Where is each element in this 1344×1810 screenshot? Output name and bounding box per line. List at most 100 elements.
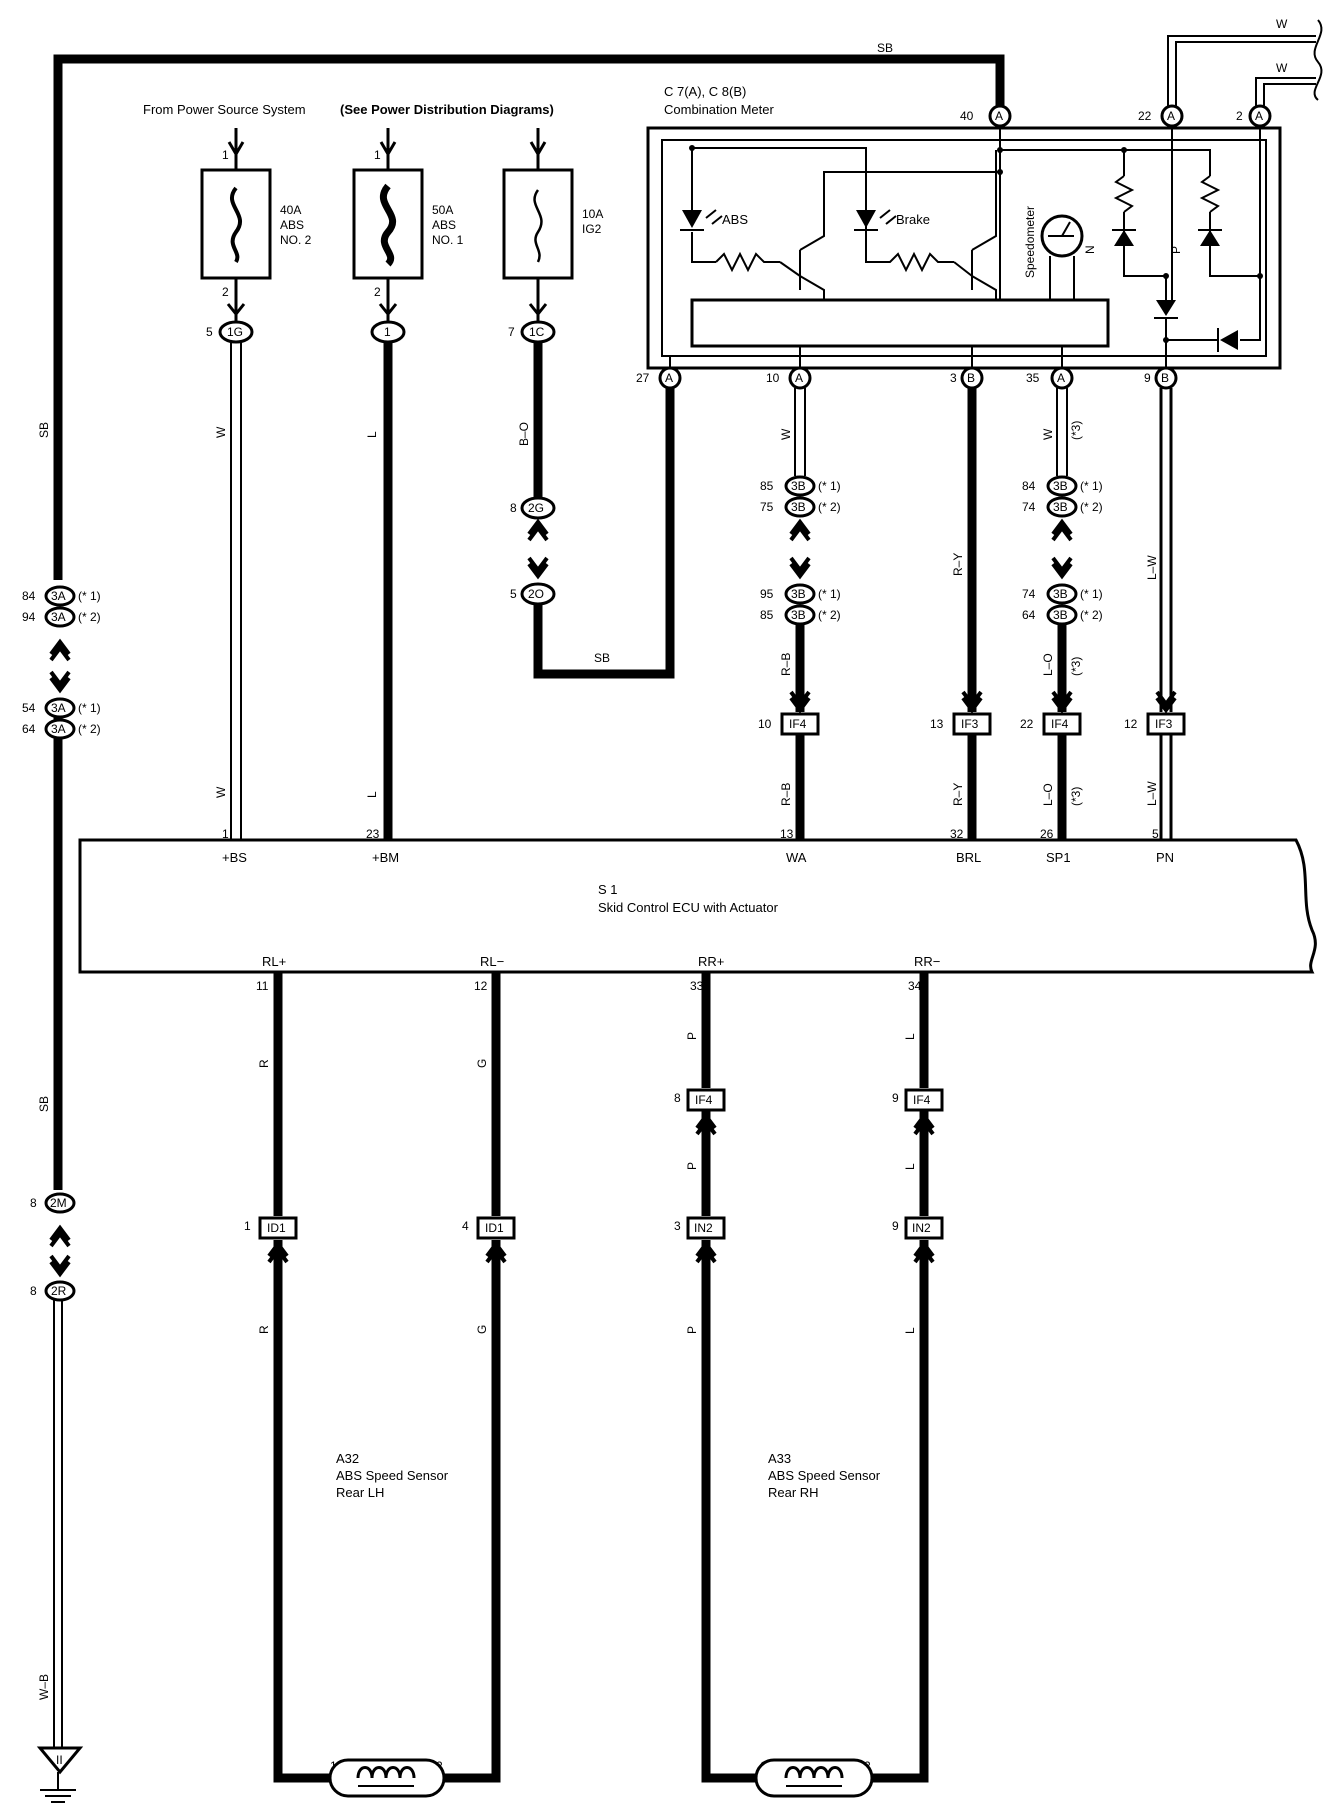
ecu-pin-33: 33: [690, 979, 704, 993]
fuse2-line2: ABS: [432, 218, 456, 232]
arrow-2g-up: [527, 520, 549, 542]
conn-3b-wa3-label: 3B: [791, 587, 806, 601]
arrow-sp1-up: [1051, 520, 1073, 542]
conn-3a-1-label: 3A: [51, 589, 66, 603]
ecu-term-bm: +BM: [372, 850, 399, 865]
n-resistor-icon: [1113, 175, 1135, 213]
fuse3-rating: 10A: [582, 207, 603, 221]
pin-95: 95: [760, 587, 774, 601]
ground-icon: [40, 1772, 76, 1803]
abs-led-icon: [682, 210, 702, 228]
ecu-pin-12: 12: [474, 979, 488, 993]
wire-label-g2: G: [475, 1325, 489, 1334]
pin-35: 35: [1026, 371, 1040, 385]
conn-3a-3-label: 3A: [51, 701, 66, 715]
conn-a-35-label: A: [1057, 371, 1065, 385]
note-1-a: (* 1): [78, 589, 101, 603]
fuse3-arrow: [529, 141, 547, 157]
note-2-f: (* 2): [1080, 608, 1103, 622]
fuse-50a-icon: [379, 183, 397, 267]
conn-in2-p: [686, 1216, 726, 1240]
wire-p-rr: [701, 972, 756, 1783]
n-led-icon: [1114, 230, 1134, 246]
conn-3b-sp1: [1046, 475, 1078, 497]
abs-resistor-icon: [715, 251, 780, 273]
conn-if4-l-label: IF4: [913, 1093, 931, 1107]
conn-in2-p-label: IN2: [694, 1221, 713, 1235]
pin-10-if4: 10: [758, 717, 772, 731]
wire-label-l3: L: [903, 1033, 917, 1040]
sensor-a33-code: A33: [768, 1451, 792, 1466]
fuse-40a-icon: [229, 186, 243, 264]
conn-a-40-label: A: [995, 109, 1003, 123]
conn-if4-wa-label: IF4: [789, 717, 807, 731]
diode-1-icon: [1156, 300, 1176, 316]
arrow-3a-down: [49, 670, 71, 692]
conn-3b-sp3-label: 3B: [1053, 587, 1068, 601]
conn-if3-pn: [1146, 712, 1186, 736]
ecu-pin-11: 11: [256, 979, 269, 993]
conn-3b-wa4-label: 3B: [791, 608, 806, 622]
wire-label-r1: R: [257, 1059, 271, 1068]
arrow-2o-down: [527, 556, 549, 578]
pin-13-if3: 13: [930, 717, 944, 731]
sensor-a32-side: Rear LH: [336, 1485, 385, 1500]
wire-l-rr: [872, 972, 929, 1783]
speedometer-label: Speedometer: [1023, 206, 1037, 278]
pin-3: 3: [950, 371, 957, 385]
pin-9-in2: 9: [892, 1219, 899, 1233]
p-label: P: [1169, 246, 1183, 254]
conn-2r-label: 2R: [51, 1284, 67, 1298]
sensor-a32-name: ABS Speed Sensor: [336, 1468, 449, 1483]
wire-label-l4: L: [903, 1163, 917, 1170]
wire-label-p2: P: [685, 1162, 699, 1170]
pin-9: 9: [1144, 371, 1151, 385]
conn-3b-wa2: [784, 496, 816, 518]
note-2-b: (* 2): [78, 722, 101, 736]
note-2-d: (* 2): [818, 608, 841, 622]
pin-5-2o: 5: [510, 587, 517, 601]
conn-a-2-label: A: [1255, 109, 1263, 123]
brake-led-rays: [879, 209, 897, 225]
wire-label-lo2: L–O: [1041, 783, 1055, 806]
pin-54: 54: [22, 701, 36, 715]
conn-3b-wa2-label: 3B: [791, 500, 806, 514]
note-2-a: (* 2): [78, 610, 101, 624]
brake-transistor: [953, 150, 997, 300]
fuse1-line3: NO. 2: [280, 233, 312, 247]
pin-4-id1: 4: [462, 1219, 469, 1233]
conn-3b-sp4-label: 3B: [1053, 608, 1068, 622]
wire-label-w-wa: W: [779, 428, 793, 440]
wire-label-sb-left2: SB: [37, 1096, 51, 1112]
arrow-wa-up: [789, 520, 811, 542]
conn-1-label: 1: [384, 325, 391, 339]
abs-label: ABS: [722, 212, 748, 227]
ecu-term-pn: PN: [1156, 850, 1174, 865]
conn-id1-g-label: ID1: [485, 1221, 504, 1235]
ecu-pin-32: 32: [950, 827, 964, 841]
arrow-3a-up: [49, 640, 71, 662]
ground-numeral: II: [56, 1753, 63, 1767]
conn-in2-l: [904, 1216, 944, 1240]
wire-label-sb-left: SB: [37, 422, 51, 438]
pin-40: 40: [960, 109, 974, 123]
wire-w-wa: [794, 388, 806, 476]
fuse2-pin1: 1: [374, 148, 381, 162]
ecu-pin-23: 23: [366, 827, 380, 841]
skid-control-ecu: [78, 838, 1317, 974]
arrow-2m-down: [49, 1254, 71, 1276]
fuse1-pin1: 1: [222, 148, 229, 162]
wire-label-g1: G: [475, 1059, 489, 1068]
conn-3b-wa1-label: 3B: [791, 479, 806, 493]
brake-resistor-icon: [865, 232, 954, 273]
fuse1-arrow: [227, 141, 245, 157]
pin-2: 2: [1236, 109, 1243, 123]
fuse1-out-arrow: [226, 303, 246, 317]
pin-94: 94: [22, 610, 36, 624]
wire-lw-pn: [1159, 388, 1173, 840]
conn-a-27-label: A: [665, 371, 673, 385]
pin-64: 64: [22, 722, 36, 736]
conn-in2-l-label: IN2: [912, 1221, 931, 1235]
np-top-bus: [1000, 149, 1211, 176]
pin-74-sp1: 74: [1022, 500, 1036, 514]
